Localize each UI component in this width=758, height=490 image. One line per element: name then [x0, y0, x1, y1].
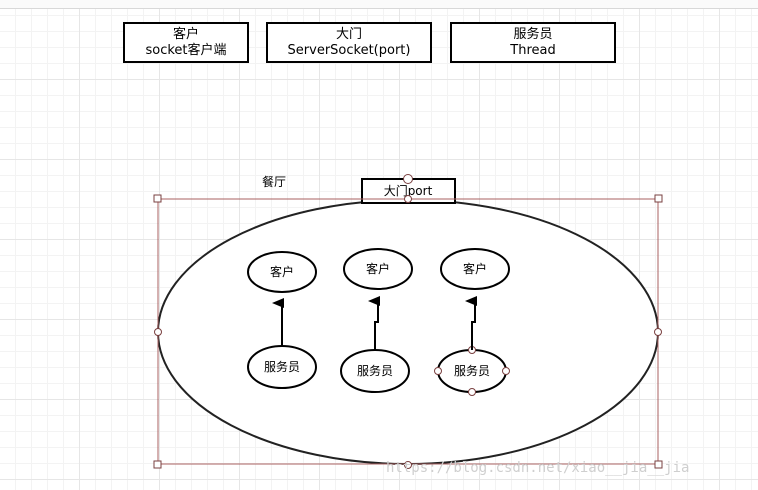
- handle-top-right: [654, 194, 663, 203]
- customer-label-1: 客户: [270, 264, 294, 279]
- selection-handles[interactable]: [153, 174, 663, 469]
- arrow-waiter-2-to-customer-2[interactable]: [368, 296, 380, 350]
- waiter-3-handles[interactable]: [434, 346, 510, 396]
- legend-waiter-subtitle: Thread: [510, 42, 556, 58]
- customer-ellipse-1[interactable]: [247, 251, 317, 293]
- arrow-waiter-3-to-customer-3[interactable]: [465, 296, 477, 350]
- legend-waiter-title: 服务员: [513, 26, 553, 42]
- handle-bottom-right: [654, 460, 663, 469]
- door-label: 大门port: [384, 183, 433, 198]
- customer-ellipse-2[interactable]: [343, 248, 413, 290]
- legend-customer-subtitle: socket客户端: [145, 42, 227, 58]
- customer-label-2: 客户: [366, 261, 390, 276]
- handle-top-mid: [404, 195, 412, 203]
- customer-label-3: 客户: [463, 261, 487, 276]
- waiter-label-2: 服务员: [357, 363, 393, 378]
- restaurant-label: 餐厅: [262, 174, 286, 189]
- handle-left-mid: [154, 328, 162, 336]
- handle-top-left: [153, 194, 162, 203]
- handle-bottom-left: [153, 460, 162, 469]
- restaurant-ellipse[interactable]: [157, 199, 659, 465]
- legend-customer-title: 客户: [172, 26, 199, 42]
- customer-ellipse-3[interactable]: [440, 248, 510, 290]
- legend-waiter-box[interactable]: 服务员 Thread: [450, 22, 616, 63]
- waiter-label-1: 服务员: [264, 359, 300, 374]
- legend-door-subtitle: ServerSocket(port): [287, 42, 411, 58]
- legend-door-title: 大门: [335, 26, 362, 42]
- watermark-text: https://blog.csdn.net/xiao__jia__jia: [386, 460, 690, 476]
- legend-door-box[interactable]: 大门 ServerSocket(port): [266, 22, 432, 63]
- handle-right-mid: [654, 328, 662, 336]
- handle-bottom-mid: [404, 461, 412, 469]
- legend-customer-box[interactable]: 客户 socket客户端: [123, 22, 249, 63]
- rotate-handle: [403, 174, 413, 184]
- canvas-top-edge: [0, 0, 758, 9]
- waiter-label-3: 服务员: [454, 363, 490, 378]
